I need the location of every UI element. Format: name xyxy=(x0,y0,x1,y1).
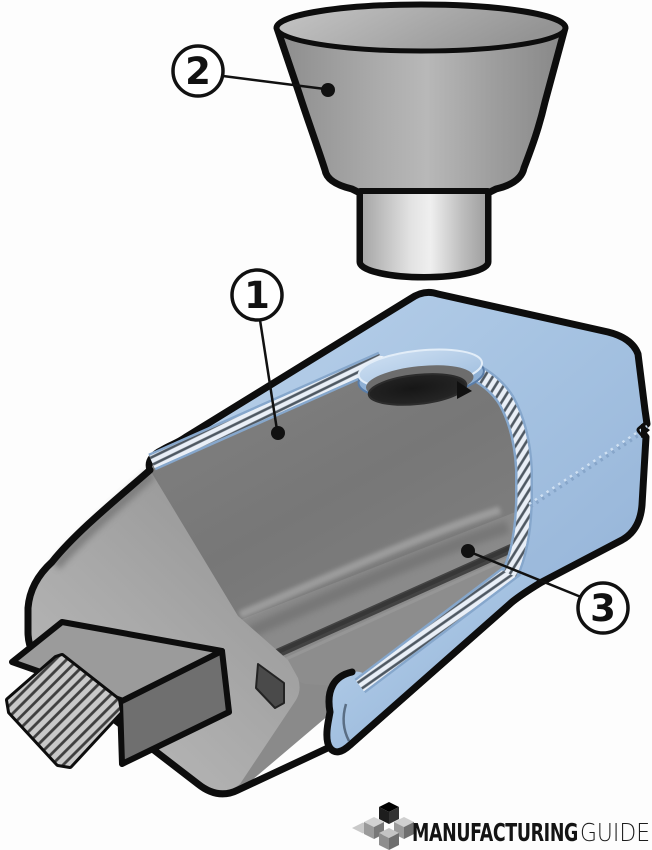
pouring-cup xyxy=(273,1,569,281)
parting-line-groove xyxy=(253,540,524,672)
mold-seam-line xyxy=(528,424,650,509)
callout-2: 2 xyxy=(171,44,335,98)
manufacturing-guide-logo: MANUFACTURING GUIDE xyxy=(352,802,650,850)
callout-2-circle xyxy=(171,44,225,98)
callout-1: 1 xyxy=(230,268,285,440)
callout-3-leader xyxy=(469,550,582,599)
mold-cut-edges xyxy=(148,351,533,578)
bottom-strip-outline xyxy=(323,579,544,756)
callout-2-dot xyxy=(321,83,335,97)
logo-text-guide: GUIDE xyxy=(580,818,650,847)
sprue-hole xyxy=(367,373,468,406)
pouring-cup-top-face xyxy=(274,2,568,54)
bottom-strip-fill xyxy=(326,566,540,752)
callout-3: 3 xyxy=(461,544,630,635)
callout-1-dot xyxy=(271,426,285,440)
top-cut-strip xyxy=(148,351,386,471)
groove-notch xyxy=(255,663,285,709)
callout-3-circle xyxy=(576,581,630,635)
strip-scallop-line xyxy=(342,703,351,742)
callout-3-number: 3 xyxy=(590,587,616,630)
callout-1-number: 1 xyxy=(244,274,270,317)
collar-shadow-wedge xyxy=(457,381,472,399)
callout-3-dot xyxy=(461,544,475,558)
block-edge-shadow xyxy=(247,520,510,638)
pouring-cup-stem xyxy=(357,188,491,280)
core-bar xyxy=(5,619,232,769)
block-edge-highlight xyxy=(238,506,502,619)
mold-body-fill xyxy=(149,292,646,752)
bottom-strip-hatch-lines xyxy=(356,562,520,692)
sprue-opening xyxy=(357,348,485,406)
right-cut-strip xyxy=(458,357,533,578)
callout-1-circle xyxy=(230,268,284,322)
seam-edge-notch xyxy=(641,424,650,438)
block-outline xyxy=(24,466,336,798)
bar-side-face xyxy=(117,648,232,767)
callout-1-leader xyxy=(258,319,279,431)
bar-section-hatch xyxy=(8,656,120,766)
casting-block xyxy=(5,360,527,798)
logo-text-manufacturing: MANUFACTURING xyxy=(412,818,578,847)
end-face-top-shadow xyxy=(52,470,156,570)
mold-bottom-strip xyxy=(323,560,544,756)
isometric-cubes-logo-mark xyxy=(352,802,414,850)
callout-2-number: 2 xyxy=(185,50,211,93)
callout-2-leader xyxy=(222,74,326,91)
